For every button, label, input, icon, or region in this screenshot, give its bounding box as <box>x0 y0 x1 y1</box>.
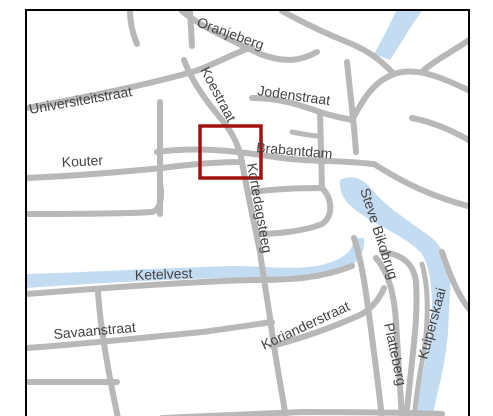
road-platteberg <box>373 255 405 416</box>
label-savaanstraat: Savaanstraat <box>53 319 137 342</box>
road-south-vertical-1 <box>95 289 121 416</box>
river-schelde <box>339 177 451 416</box>
road-east-loop <box>249 185 334 237</box>
road-left-loop <box>27 181 164 217</box>
map-frame: Oranjeberg Universiteitstraat Jodenstraa… <box>25 9 470 416</box>
road-east-spur <box>289 129 323 139</box>
road-ne-1 <box>349 68 468 123</box>
river-north <box>374 11 422 60</box>
label-platteberg: Platteberg <box>381 321 410 387</box>
road-oranjeberg <box>179 11 320 63</box>
road-kuiperskaai-inner <box>411 261 430 416</box>
label-ketelvest: Ketelvest <box>135 265 193 283</box>
road-ne-3 <box>409 115 468 144</box>
road-ne-4 <box>344 59 359 155</box>
road-kortedagsteeg <box>239 159 289 416</box>
road-top-right <box>279 11 397 77</box>
road-layer <box>27 11 468 416</box>
road-top-left <box>127 11 140 47</box>
river-ketelvest <box>27 238 365 288</box>
label-oranjeberg: Oranjeberg <box>195 14 266 53</box>
label-universiteitstraat: Universiteitstraat <box>28 83 134 117</box>
water-layer <box>27 11 451 416</box>
road-east-edge <box>439 249 468 313</box>
road-bottom <box>159 409 445 416</box>
road-kuiperskaai <box>379 249 420 416</box>
label-kouter: Kouter <box>61 152 103 170</box>
road-ne-2 <box>371 161 468 210</box>
road-brabantdam <box>154 146 375 167</box>
road-ketelvest <box>27 263 355 297</box>
road-ne-5 <box>419 37 468 75</box>
road-kouter <box>27 159 245 181</box>
road-savaanstraat <box>27 319 275 351</box>
road-korianderstraat <box>269 285 387 349</box>
road-steve-bikobrug <box>351 235 385 416</box>
label-brabantdam: Brabantdam <box>256 139 333 162</box>
highlight-rectangle <box>198 124 263 180</box>
road-top-mid <box>187 11 195 49</box>
road-universiteitstraat <box>27 44 255 111</box>
street-map[interactable]: Oranjeberg Universiteitstraat Jodenstraa… <box>25 9 470 416</box>
road-east-vertical <box>317 109 325 191</box>
